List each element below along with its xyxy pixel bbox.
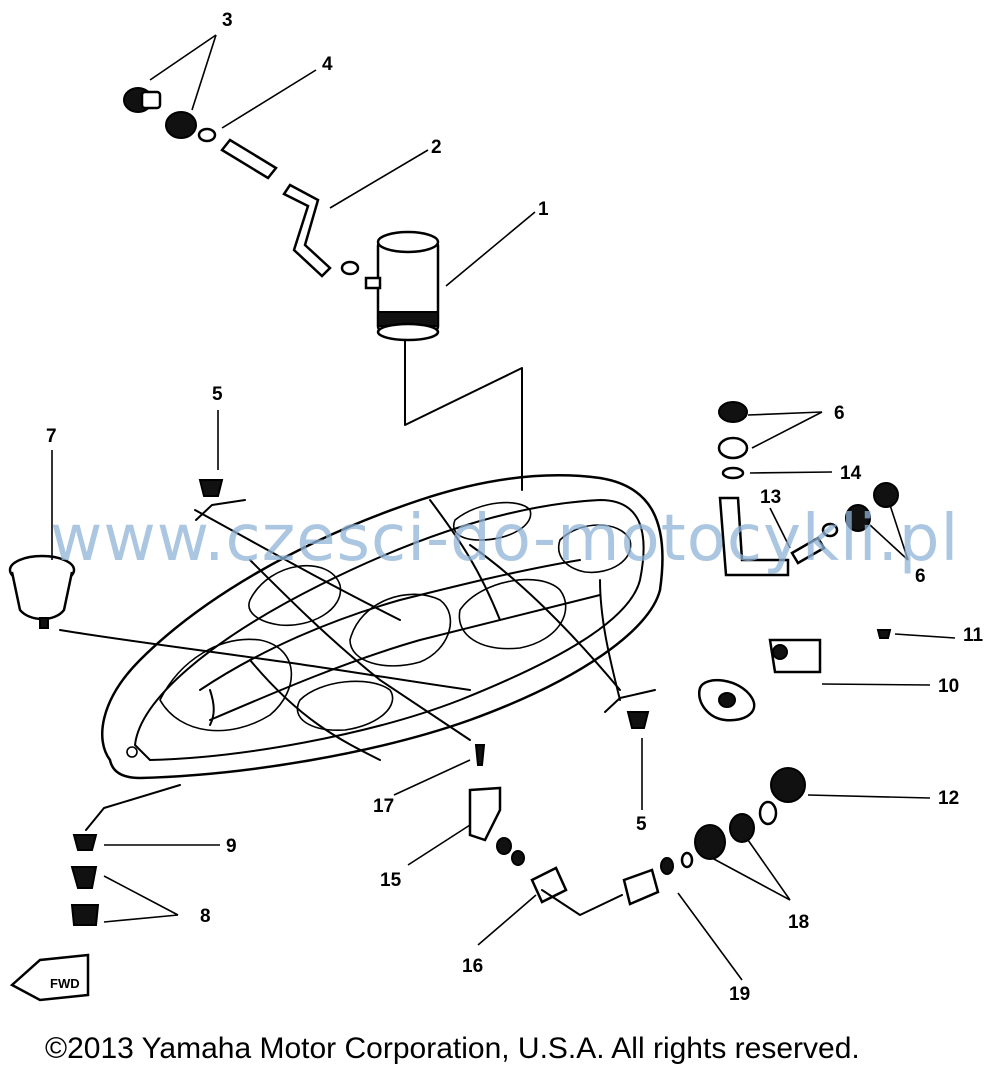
callout-13: 13 xyxy=(760,487,781,508)
bottom-left-parts xyxy=(9,784,181,1002)
top-hose-set xyxy=(123,87,360,278)
callout-6-top: 6 xyxy=(834,403,845,424)
callout-18: 18 xyxy=(788,912,809,933)
leader-lines xyxy=(51,34,956,981)
callout-5-top: 5 xyxy=(212,384,223,405)
callout-12: 12 xyxy=(938,788,959,809)
connector-line xyxy=(404,339,523,491)
callout-16: 16 xyxy=(462,956,483,977)
drain-plug-5-bottom xyxy=(604,689,656,729)
callout-1: 1 xyxy=(538,199,549,220)
callout-14: 14 xyxy=(840,463,862,484)
drain-plug-5-top xyxy=(195,479,246,521)
callout-8: 8 xyxy=(200,906,211,927)
watermark-text: www.czesci-do-motocykli.pl xyxy=(50,502,959,576)
canister-part xyxy=(364,230,440,342)
callout-15: 15 xyxy=(380,870,402,891)
callout-9: 9 xyxy=(226,836,237,857)
callout-19: 19 xyxy=(729,984,750,1005)
callout-3: 3 xyxy=(222,10,233,31)
callout-7: 7 xyxy=(46,426,57,447)
fwd-label: FWD xyxy=(50,976,80,991)
callouts: 3 4 2 1 5 7 6 14 13 6 11 10 12 5 17 9 15… xyxy=(46,10,984,1005)
callout-6-right: 6 xyxy=(915,566,926,587)
copyright-notice: ©2013 Yamaha Motor Corporation, U.S.A. A… xyxy=(45,1032,860,1065)
hull-hoses xyxy=(59,509,621,761)
plate-part-10 xyxy=(697,629,892,722)
right-fittings xyxy=(717,401,899,577)
callout-5-bottom: 5 xyxy=(636,814,647,835)
callout-4: 4 xyxy=(322,54,333,75)
callout-2: 2 xyxy=(431,137,442,158)
callout-11: 11 xyxy=(963,625,984,646)
callout-10: 10 xyxy=(938,676,959,697)
cup-part-7 xyxy=(8,554,76,629)
callout-17: 17 xyxy=(373,796,394,817)
lower-drain-assembly xyxy=(468,744,806,916)
